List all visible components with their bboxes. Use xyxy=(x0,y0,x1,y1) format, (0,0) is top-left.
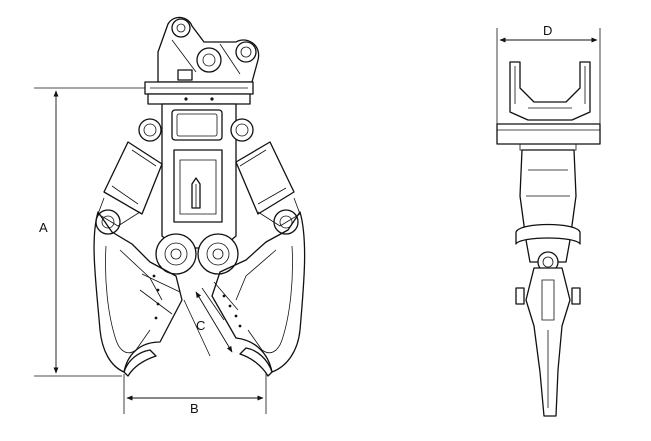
right-cylinder xyxy=(230,118,301,235)
left-jaw xyxy=(93,211,183,373)
side-body xyxy=(519,149,577,263)
mounting-bracket xyxy=(157,16,260,83)
dimension-c: C xyxy=(183,291,233,357)
dimension-b-label: B xyxy=(190,401,199,416)
left-cylinder xyxy=(95,118,163,235)
front-view xyxy=(93,16,306,377)
dimension-b: B xyxy=(123,374,267,416)
dimension-d: D xyxy=(496,23,601,124)
central-body xyxy=(161,103,237,249)
dimension-a-label: A xyxy=(39,220,48,235)
pivot-discs xyxy=(155,233,239,275)
dimension-d-label: D xyxy=(543,23,552,38)
side-plate xyxy=(496,123,601,145)
side-bracket xyxy=(509,61,591,121)
dimension-a: A xyxy=(34,87,145,377)
rotation-plate xyxy=(144,81,254,105)
dimension-c-label: C xyxy=(196,318,205,333)
side-view xyxy=(496,61,601,417)
left-jaw-tip xyxy=(123,349,157,377)
right-jaw-tip xyxy=(239,347,273,377)
